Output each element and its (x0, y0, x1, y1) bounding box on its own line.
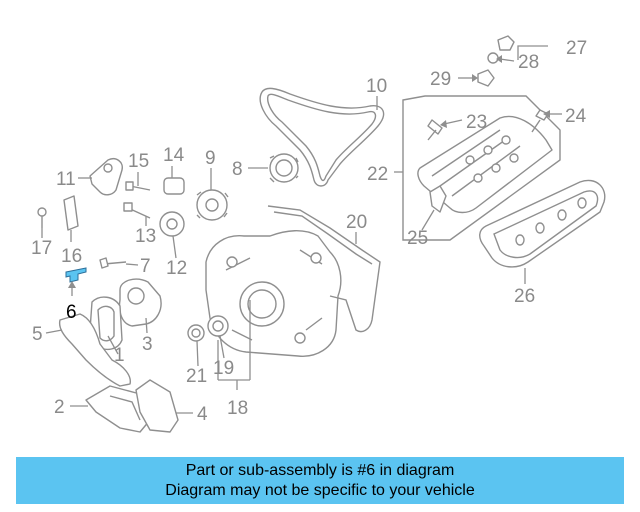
label-15: 15 (128, 151, 149, 172)
diagram-notice-banner: Part or sub-assembly is #6 in diagram Di… (16, 457, 624, 504)
label-1: 1 (114, 345, 125, 366)
label-18: 18 (227, 398, 248, 419)
sprockets-part (37, 153, 299, 269)
leader-lines (41, 45, 562, 414)
label-13: 13 (135, 226, 156, 247)
label-5: 5 (32, 324, 43, 345)
label-9: 9 (205, 148, 216, 169)
label-24: 24 (565, 106, 587, 127)
label-28: 28 (518, 52, 539, 73)
small-parts-27-29 (477, 35, 515, 87)
label-10: 10 (366, 76, 387, 97)
label-29: 29 (430, 69, 451, 90)
notice-line-disclaimer: Diagram may not be specific to your vehi… (165, 481, 475, 499)
timing-cover-2-4-part (85, 379, 179, 433)
label-20: 20 (346, 212, 367, 233)
label-27: 27 (566, 38, 587, 59)
valve-cover-gasket-part (479, 179, 606, 268)
label-23: 23 (466, 112, 487, 133)
label-16: 16 (61, 246, 82, 267)
label-14: 14 (163, 145, 185, 166)
front-engine-cover-part (187, 205, 381, 357)
valve-cover-box (402, 95, 561, 241)
label-26: 26 (514, 286, 535, 307)
label-2: 2 (54, 397, 65, 418)
label-25: 25 (407, 228, 428, 249)
timing-cover-lower-part (58, 313, 131, 387)
label-8: 8 (232, 159, 243, 180)
label-17: 17 (31, 238, 52, 259)
label-19: 19 (213, 358, 234, 379)
label-22: 22 (367, 164, 388, 185)
label-12: 12 (166, 258, 187, 279)
part-number-labels: 1 2 3 4 5 6 7 8 9 10 11 12 13 14 15 16 1… (31, 38, 587, 425)
label-7: 7 (140, 256, 151, 277)
label-21: 21 (186, 366, 207, 387)
timing-belt-part (259, 87, 385, 187)
label-4: 4 (197, 404, 208, 425)
notice-line-part-number: Part or sub-assembly is #6 in diagram (185, 461, 455, 479)
highlighted-part-6 (65, 267, 87, 283)
label-11: 11 (56, 169, 76, 190)
label-3: 3 (142, 334, 153, 355)
label-6: 6 (66, 302, 77, 323)
